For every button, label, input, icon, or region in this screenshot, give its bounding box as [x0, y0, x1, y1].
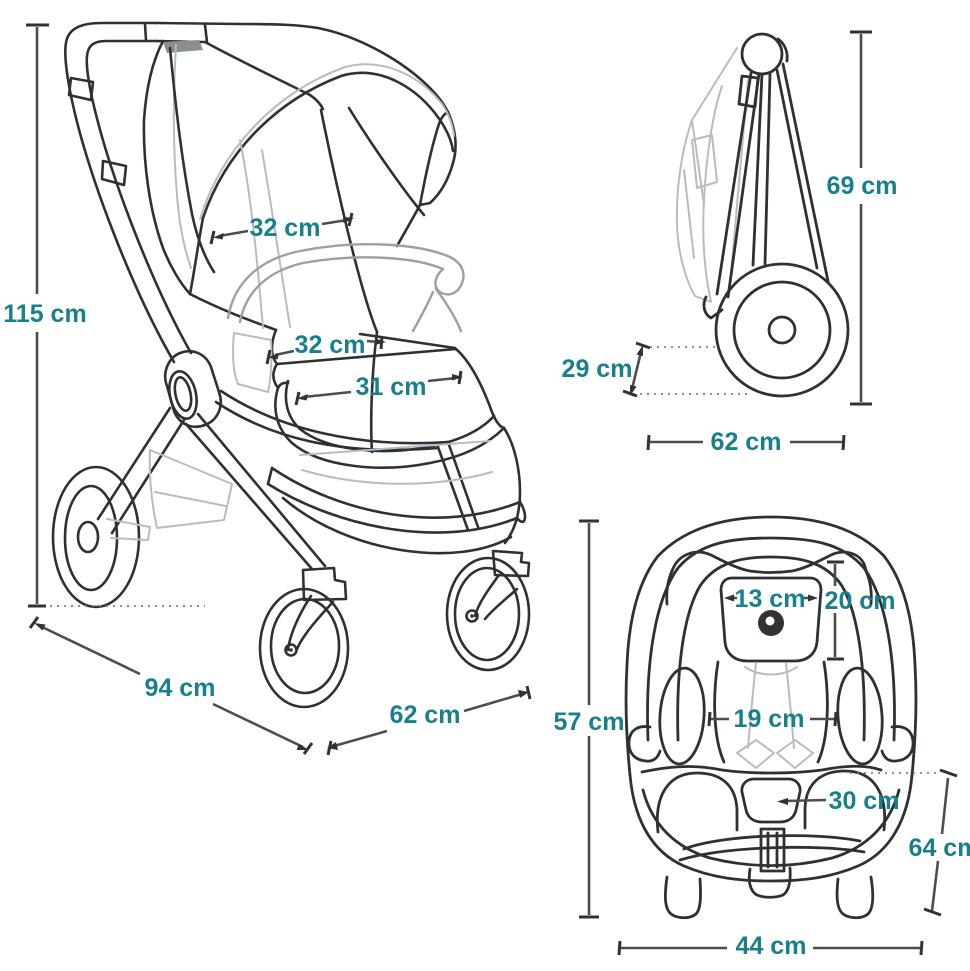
svg-text:69 cm: 69 cm: [827, 172, 898, 200]
svg-text:13 cm: 13 cm: [735, 585, 806, 613]
svg-text:31 cm: 31 cm: [356, 373, 427, 401]
svg-text:20 cm: 20 cm: [825, 587, 896, 615]
svg-text:57 cm: 57 cm: [554, 708, 625, 736]
svg-text:94 cm: 94 cm: [145, 674, 216, 702]
svg-text:62 cm: 62 cm: [390, 701, 461, 729]
svg-text:29 cm: 29 cm: [562, 355, 633, 383]
svg-text:30 cm: 30 cm: [829, 787, 900, 815]
svg-text:115 cm: 115 cm: [3, 300, 86, 328]
svg-text:62 cm: 62 cm: [711, 428, 782, 456]
svg-text:32 cm: 32 cm: [295, 331, 366, 359]
svg-text:64 cm: 64 cm: [909, 834, 970, 862]
svg-text:44 cm: 44 cm: [736, 932, 807, 960]
svg-text:19 cm: 19 cm: [734, 705, 805, 733]
svg-text:32 cm: 32 cm: [250, 214, 321, 242]
